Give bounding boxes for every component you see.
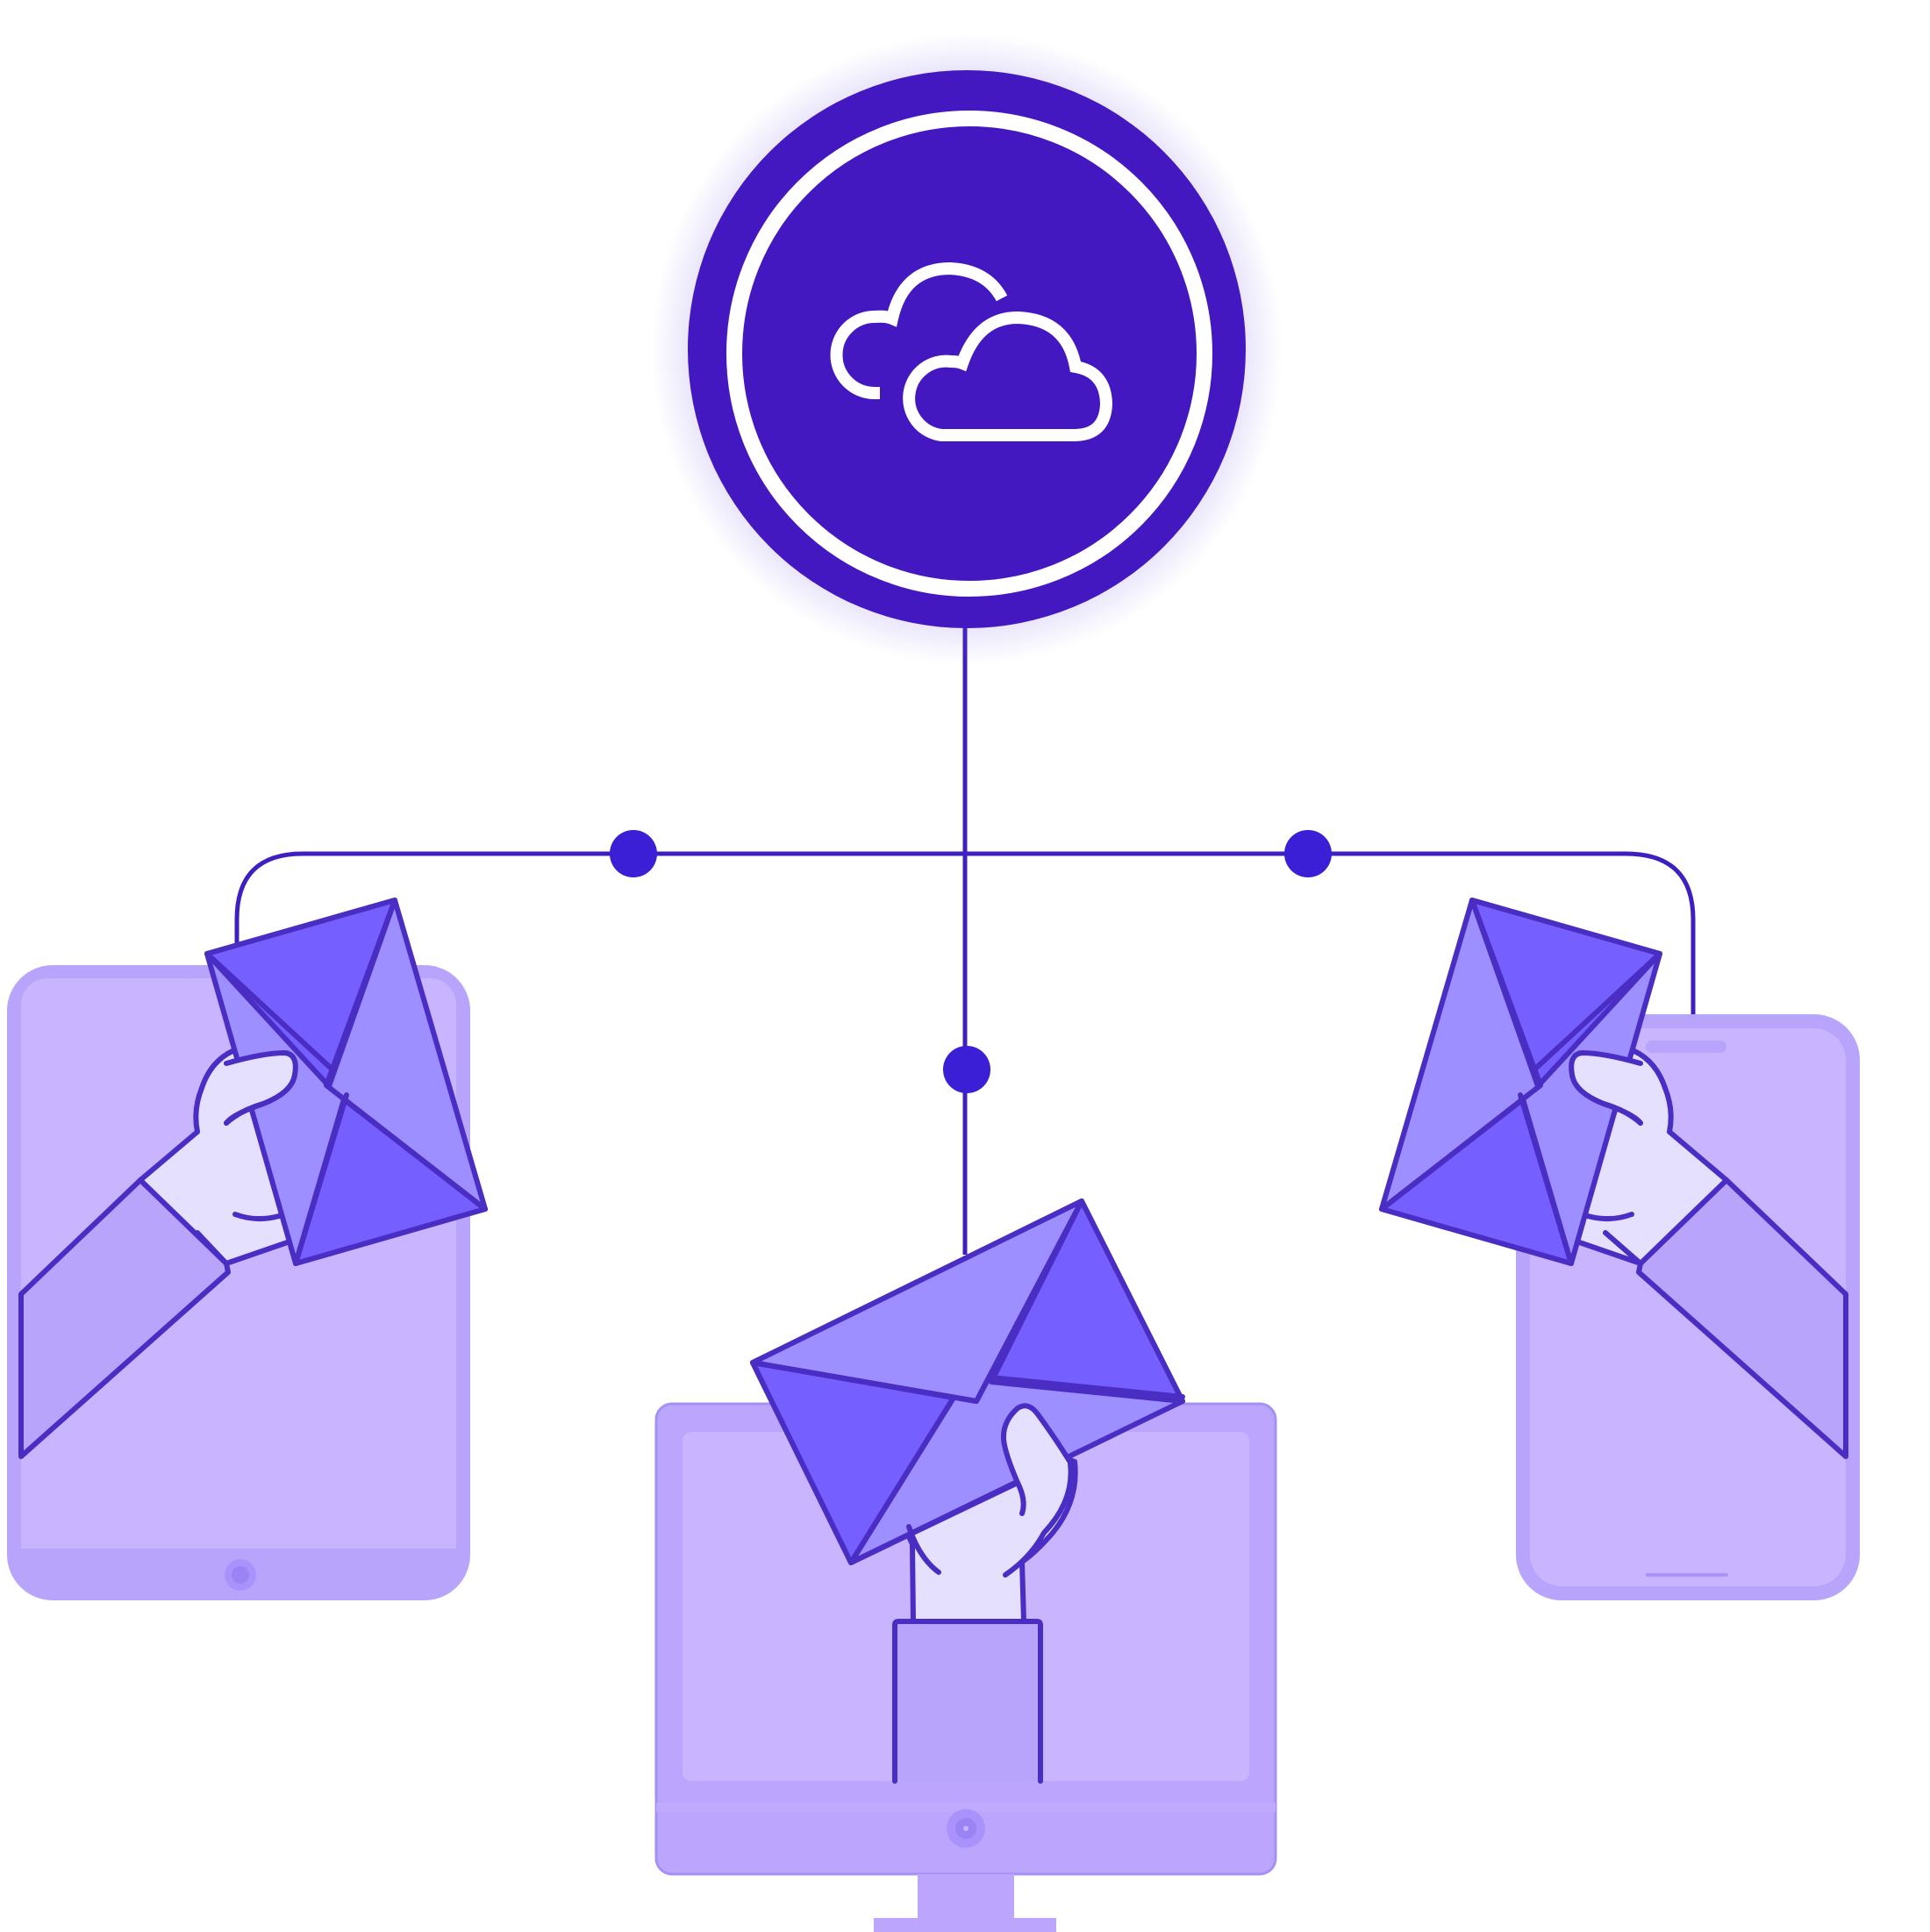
node-right — [1284, 830, 1332, 877]
left-forearm — [18, 1177, 231, 1459]
cloud-hub — [651, 33, 1283, 665]
connector-nodes — [610, 830, 1332, 1093]
node-left — [610, 830, 657, 877]
connector-left — [234, 851, 965, 948]
connector-lines — [234, 614, 1696, 1255]
cloud-icon — [830, 261, 1113, 441]
right-forearm — [1636, 1177, 1848, 1459]
connector-right — [965, 851, 1696, 1018]
center-hand-with-envelope — [750, 1199, 1185, 1784]
node-center — [943, 1046, 990, 1093]
left-hand-with-envelope — [18, 898, 488, 1459]
right-hand-with-envelope — [1379, 898, 1848, 1459]
center-forearm — [892, 1619, 1043, 1784]
